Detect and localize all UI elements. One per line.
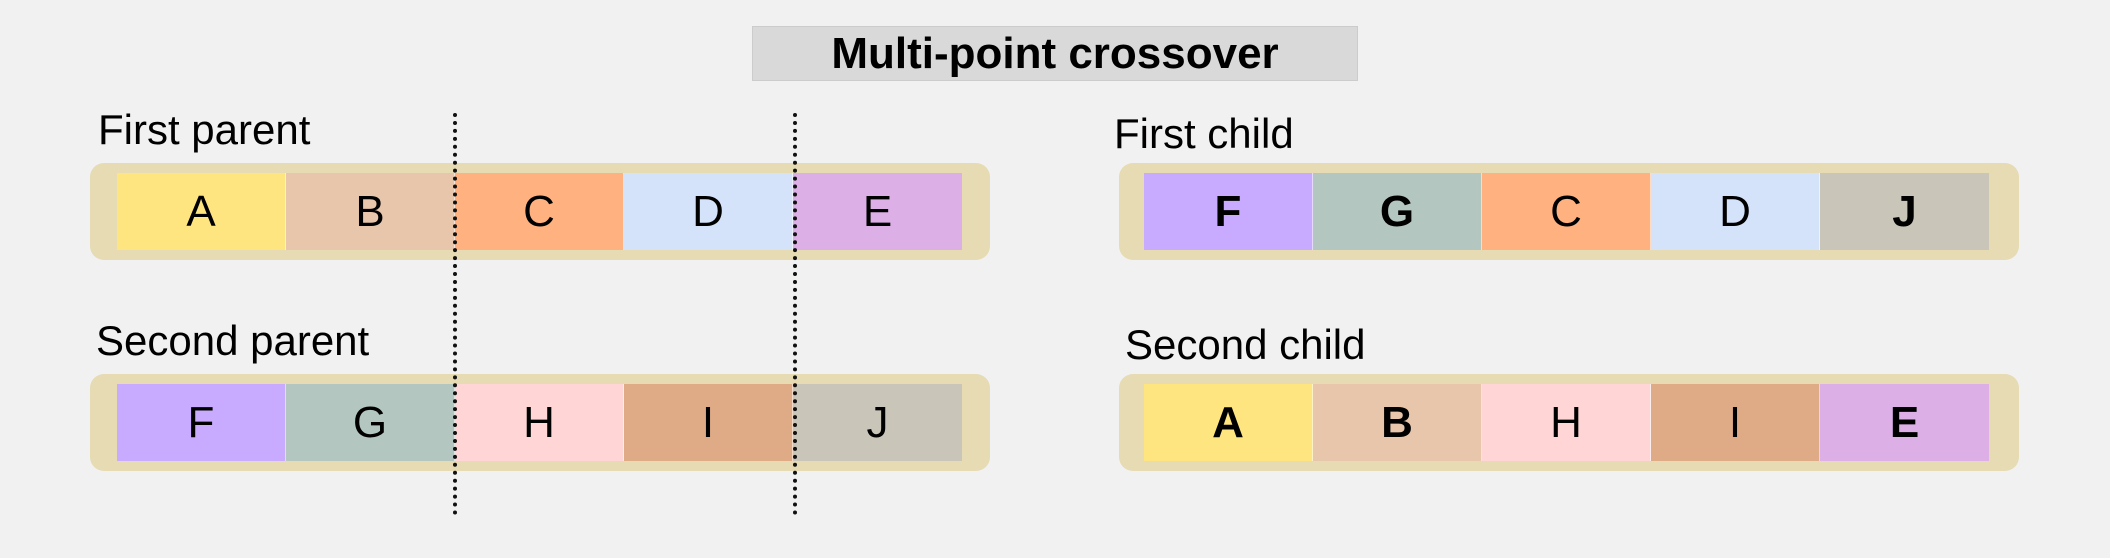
gene-j: J [1820, 173, 1989, 250]
gene-e: E [793, 173, 962, 250]
first-child-chromosome: F G C D J [1119, 163, 2019, 260]
first-parent-chromosome: A B C D E [90, 163, 990, 260]
crossover-point-2 [793, 113, 797, 515]
gene-h: H [455, 384, 624, 461]
diagram-title: Multi-point crossover [752, 26, 1358, 81]
gene-b: B [286, 173, 455, 250]
gene-c: C [455, 173, 624, 250]
gene-e: E [1820, 384, 1989, 461]
gene-b: B [1313, 384, 1482, 461]
first-child-label: First child [1114, 110, 1294, 157]
first-child-genes: F G C D J [1144, 173, 1989, 250]
second-child-label: Second child [1125, 321, 1366, 368]
second-child-chromosome: A B H I E [1119, 374, 2019, 471]
gene-i: I [624, 384, 793, 461]
second-child-genes: A B H I E [1144, 384, 1989, 461]
first-parent-genes: A B C D E [117, 173, 962, 250]
first-parent-label: First parent [98, 106, 311, 153]
crossover-point-1 [453, 113, 457, 515]
gene-i: I [1651, 384, 1820, 461]
gene-c: C [1482, 173, 1651, 250]
second-parent-label: Second parent [96, 317, 370, 364]
gene-d: D [1651, 173, 1820, 250]
gene-a: A [1144, 384, 1313, 461]
second-parent-genes: F G H I J [117, 384, 962, 461]
gene-d: D [624, 173, 793, 250]
gene-g: G [1313, 173, 1482, 250]
second-parent-chromosome: F G H I J [90, 374, 990, 471]
gene-a: A [117, 173, 286, 250]
gene-j: J [793, 384, 962, 461]
gene-h: H [1482, 384, 1651, 461]
gene-f: F [1144, 173, 1313, 250]
gene-g: G [286, 384, 455, 461]
gene-f: F [117, 384, 286, 461]
